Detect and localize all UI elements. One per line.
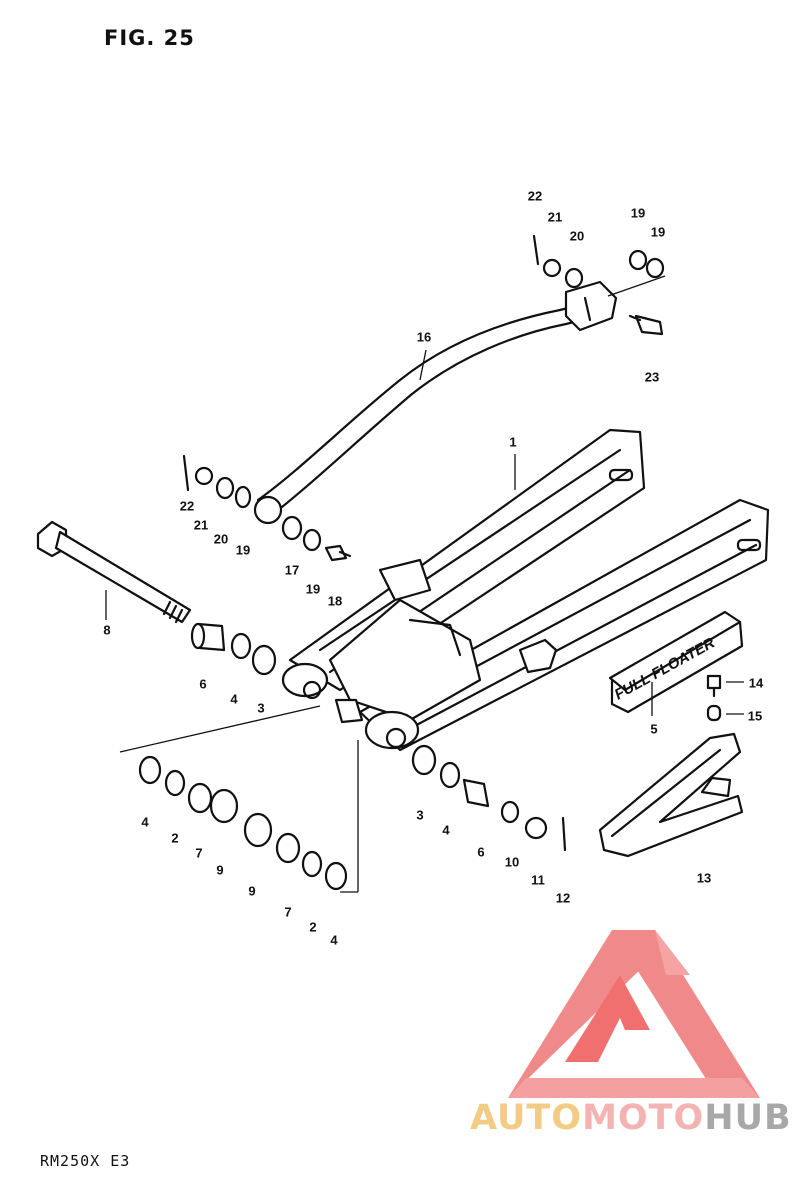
callout-6-right: 6 [477, 844, 485, 860]
callout-22-top: 22 [527, 188, 543, 204]
callout-9-low-a: 9 [216, 862, 224, 878]
swingarm-1 [281, 428, 770, 752]
bolt-14-collar-15 [706, 674, 722, 722]
watermark-auto: AUTO [470, 1098, 583, 1138]
callout-15: 15 [747, 708, 763, 724]
callout-16: 16 [416, 329, 432, 345]
watermark-hub: HUB [704, 1098, 792, 1138]
callout-22-left: 22 [179, 498, 195, 514]
callout-7-low-b: 7 [284, 904, 292, 920]
callout-6-left: 6 [199, 676, 207, 692]
callout-4-right: 4 [442, 822, 450, 838]
callout-8: 8 [103, 622, 111, 638]
callout-7-low-a: 7 [195, 845, 203, 861]
chain-buffer-13 [598, 732, 744, 858]
callout-14: 14 [748, 675, 764, 691]
callout-21-top: 21 [547, 209, 563, 225]
callout-1: 1 [509, 434, 517, 450]
callout-19-left: 19 [235, 542, 251, 558]
callout-11: 11 [531, 872, 545, 888]
callout-20-top: 20 [569, 228, 585, 244]
watermark-moto: MOTO [582, 1098, 705, 1138]
leader-lines [105, 275, 744, 893]
callout-4-low-b: 4 [330, 932, 338, 948]
callout-19-mid: 19 [305, 581, 321, 597]
model-label: RM250X E3 [40, 1152, 131, 1170]
callout-4-left: 4 [230, 691, 238, 707]
callout-17: 17 [284, 562, 300, 578]
callout-19-top-b: 19 [650, 224, 666, 240]
figure-title: FIG. 25 [104, 26, 195, 50]
callout-3-right: 3 [416, 807, 424, 823]
callout-21-left: 21 [193, 517, 209, 533]
watermark-text: AUTOMOTOHUB [470, 1098, 792, 1138]
callout-20-left: 20 [213, 531, 229, 547]
callout-9-low-b: 9 [248, 883, 256, 899]
callout-3-left: 3 [257, 700, 265, 716]
callout-2-low-a: 2 [171, 830, 179, 846]
callout-13: 13 [696, 870, 712, 886]
callout-10: 10 [504, 854, 520, 870]
callout-5: 5 [650, 721, 658, 737]
callout-12: 12 [555, 890, 571, 906]
pivot-bolt-8 [36, 520, 192, 624]
torque-link-16 [253, 280, 618, 525]
callout-2-low-b: 2 [309, 919, 317, 935]
callout-18: 18 [327, 593, 343, 609]
callout-4-low-a: 4 [141, 814, 149, 830]
hardware-parts [138, 234, 665, 891]
callout-23: 23 [644, 369, 660, 385]
callout-19-top-a: 19 [630, 205, 646, 221]
